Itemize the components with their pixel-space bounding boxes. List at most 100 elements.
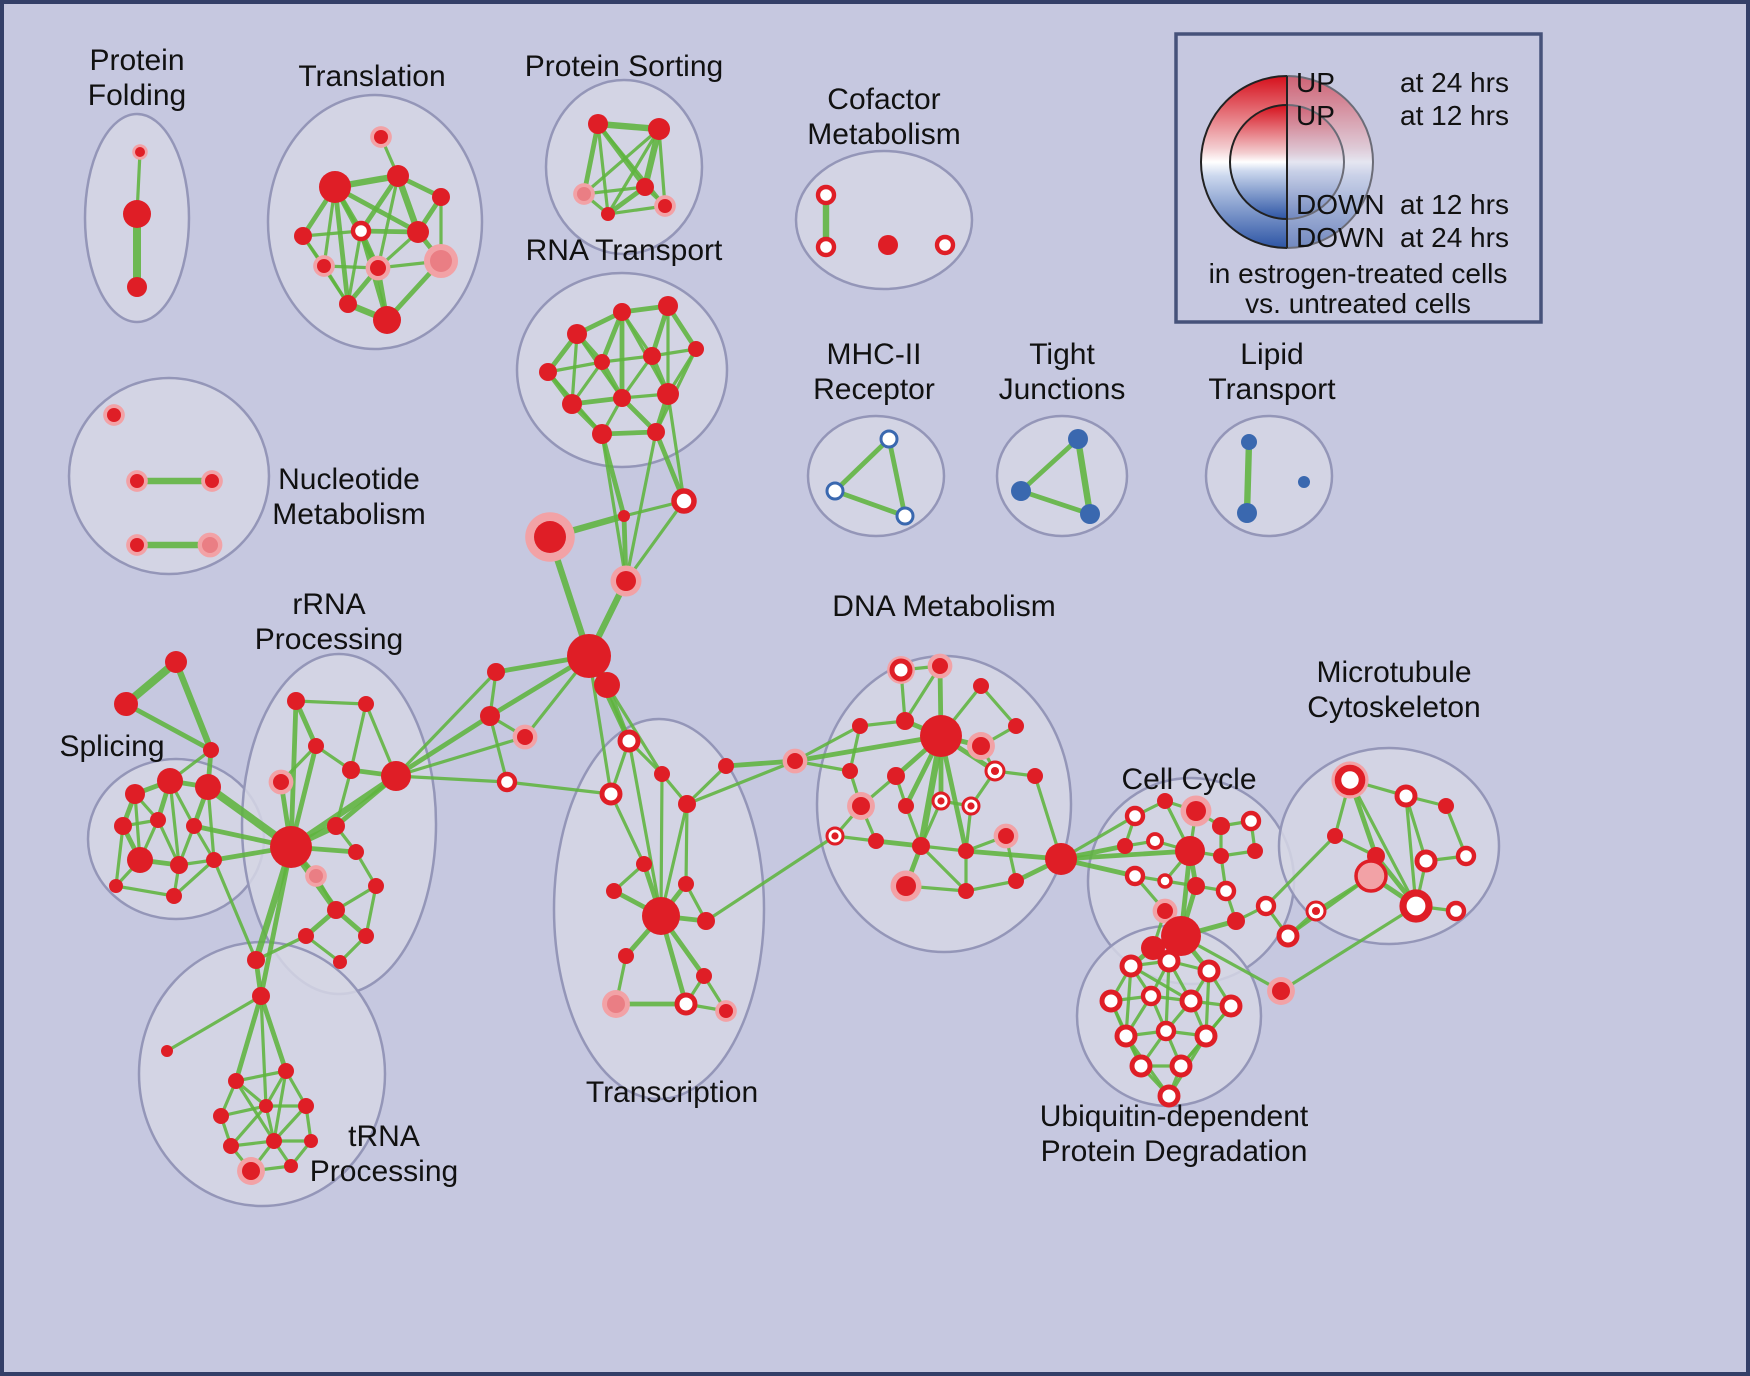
legend-direction-1: UP — [1296, 100, 1335, 131]
cluster-label-tight-junctions: Tight — [1029, 338, 1095, 371]
network-node-dm24 — [1008, 873, 1024, 889]
legend-time-1: at 12 hrs — [1400, 100, 1509, 131]
node-ring — [1157, 873, 1173, 889]
network-node-pf3 — [127, 277, 147, 297]
node-core — [1008, 718, 1024, 734]
network-node-rr14 — [358, 928, 374, 944]
node-core — [170, 856, 188, 874]
node-core — [202, 537, 218, 553]
network-edge — [581, 121, 601, 197]
node-core — [125, 784, 145, 804]
legend-caption-1: vs. untreated cells — [1245, 288, 1471, 319]
node-core — [719, 1004, 733, 1018]
network-node-ub5 — [1140, 985, 1162, 1007]
node-core — [601, 207, 615, 221]
network-edge — [259, 994, 268, 1108]
network-node-ub1 — [1119, 954, 1143, 978]
network-node-sp11 — [166, 888, 182, 904]
node-core — [223, 1138, 239, 1154]
node-core — [1157, 903, 1173, 919]
network-edge — [546, 360, 604, 374]
node-core — [654, 766, 670, 782]
network-node-cy16 — [1161, 916, 1201, 956]
network-node-sp8 — [170, 856, 188, 874]
node-core — [648, 118, 670, 140]
node-core — [613, 389, 631, 407]
network-edge — [294, 699, 368, 706]
node-core — [643, 347, 661, 365]
network-node-tn2 — [161, 1045, 173, 1057]
network-node-cy1 — [1124, 805, 1146, 827]
node-core — [430, 250, 452, 272]
network-edge — [258, 844, 294, 999]
network-edge — [172, 858, 216, 898]
network-node-tc2 — [654, 766, 670, 782]
network-node-cy6 — [1117, 838, 1133, 854]
node-core — [348, 844, 364, 860]
node-dot — [831, 832, 839, 840]
network-node-ub9 — [1155, 1020, 1177, 1042]
cluster-ellipse-protein-sorting — [544, 78, 704, 256]
node-core — [787, 753, 803, 769]
node-core — [195, 774, 221, 800]
network-edge — [1164, 959, 1171, 1033]
network-node-dm5 — [896, 712, 914, 730]
network-node-dm9 — [842, 763, 858, 779]
network-edge — [505, 780, 613, 796]
network-node-mt8 — [1455, 845, 1477, 867]
node-core — [1175, 836, 1205, 866]
node-core — [1298, 476, 1310, 488]
network-node-sp1 — [125, 784, 145, 804]
node-core — [613, 303, 631, 321]
network-node-nm4 — [126, 534, 148, 556]
node-core — [114, 817, 132, 835]
network-edge — [832, 488, 908, 519]
network-edge — [1074, 435, 1094, 518]
network-edge — [1243, 438, 1253, 517]
node-core — [1438, 798, 1454, 814]
network-edge — [1348, 778, 1418, 908]
network-node-tn3 — [228, 1073, 244, 1089]
network-node-mt3 — [1438, 798, 1454, 814]
node-core — [339, 295, 357, 313]
node-core — [616, 571, 636, 591]
node-core — [697, 912, 715, 930]
network-node-dm14 — [898, 798, 914, 814]
node-ring — [1146, 832, 1164, 850]
network-node-rr7 — [270, 826, 312, 868]
network-node-tc3 — [599, 782, 623, 806]
network-edge — [114, 884, 176, 898]
node-core — [678, 795, 696, 813]
network-node-rt7 — [688, 341, 704, 357]
node-ring — [934, 234, 956, 256]
node-ring — [1157, 949, 1181, 973]
node-ring — [1414, 849, 1438, 873]
network-node-cc3 — [512, 724, 538, 750]
node-core — [958, 843, 974, 859]
network-node-rr6 — [381, 761, 411, 791]
network-node-cy8 — [1175, 836, 1205, 866]
network-node-mt1 — [1331, 761, 1369, 799]
network-node-spx3 — [203, 742, 219, 758]
cluster-label-nucleotide-metabolism: Metabolism — [272, 498, 425, 531]
network-edge — [979, 684, 1018, 728]
network-node-tn6 — [259, 1099, 273, 1113]
network-node-sp6 — [186, 818, 202, 834]
network-node-rt10 — [657, 383, 679, 405]
node-core — [896, 712, 914, 730]
network-node-tc11 — [618, 948, 634, 964]
network-node-tc4 — [678, 795, 696, 813]
node-ring — [1399, 889, 1433, 923]
node-core — [567, 324, 587, 344]
node-core — [432, 188, 450, 206]
network-edge — [288, 698, 299, 850]
network-node-dm21 — [993, 823, 1019, 849]
node-core — [273, 774, 289, 790]
network-node-dm19 — [912, 837, 930, 855]
node-ring — [1255, 895, 1277, 917]
node-core — [1227, 912, 1245, 930]
node-ring — [1129, 1054, 1153, 1078]
network-node-cc4 — [496, 771, 518, 793]
node-core — [247, 951, 265, 969]
